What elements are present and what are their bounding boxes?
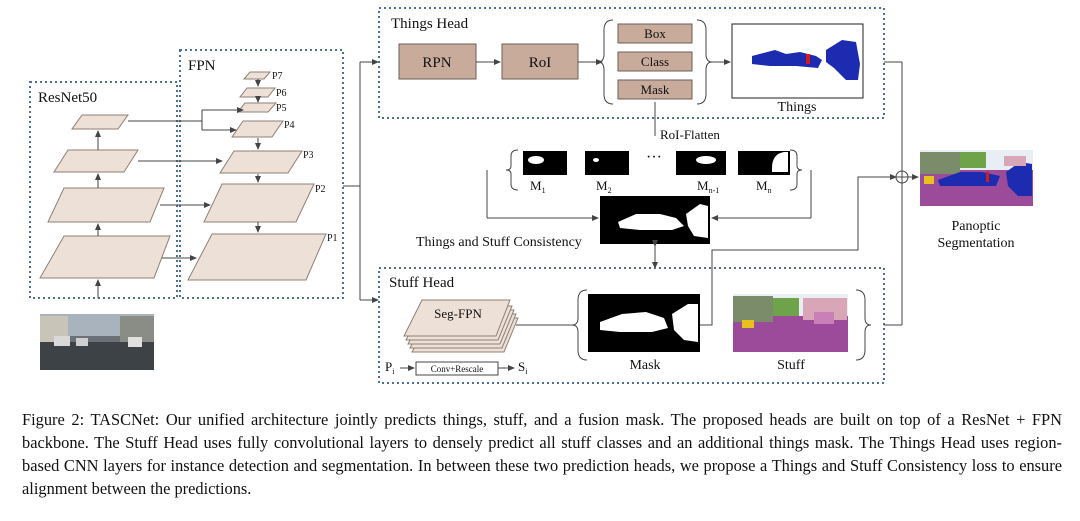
rpn-block <box>398 43 477 80</box>
mask-row-brace-left <box>505 149 519 191</box>
roi-flatten-label: RoI-Flatten <box>660 127 720 142</box>
fpn-level-p7: P7 <box>272 71 283 82</box>
panoptic-output-image <box>920 150 1033 206</box>
class-block <box>617 51 693 72</box>
resnet-title: ResNet50 <box>38 90 97 106</box>
fpn-level-p4: P4 <box>284 120 295 131</box>
resnet-plane-4 <box>39 235 171 279</box>
mask-label-1: M1 <box>530 178 546 195</box>
fpn-plane-p2 <box>203 183 315 223</box>
fusion-mask-image <box>600 196 710 244</box>
things-head-title: Things Head <box>391 16 469 32</box>
stuff-output-image <box>733 294 848 352</box>
architecture-diagram: ResNet50 FPN P7 P6 P5 P4 P3 P2 P1 <box>29 7 1033 384</box>
fpn-plane-p4 <box>231 120 284 138</box>
resnet-group <box>29 81 178 299</box>
stuff-head-title: Stuff Head <box>389 275 455 291</box>
stuff-brace-left <box>571 289 588 361</box>
box-label: Box <box>644 26 666 41</box>
fpn-plane-p7 <box>242 71 272 80</box>
rpn-label: RPN <box>422 55 451 71</box>
mask-label-n: Mn <box>756 178 772 195</box>
stuff-brace-right <box>855 289 872 361</box>
panoptic-label-line2: Segmentation <box>938 236 1015 251</box>
fpn-plane-p3 <box>219 150 303 174</box>
seg-fpn-label: Seg-FPN <box>434 306 482 321</box>
mask-label: Mask <box>641 82 670 97</box>
things-output-image <box>731 23 864 99</box>
mask-tile-1 <box>523 151 567 175</box>
resnet-plane-1 <box>71 114 129 130</box>
mask-tile-n <box>738 151 790 175</box>
box-block <box>617 23 693 44</box>
figure-caption: Figure 2: TASCNet: Our unified architect… <box>22 410 1062 498</box>
resnet-plane-3 <box>47 187 165 223</box>
fpn-level-p1: P1 <box>327 233 338 244</box>
pi-label: Pi <box>385 359 395 376</box>
fpn-level-p5: P5 <box>276 103 287 114</box>
things-head-group <box>378 7 885 119</box>
fpn-level-p6: P6 <box>276 88 287 99</box>
mask-label-2: M2 <box>596 178 612 195</box>
mask-tile-n-1 <box>676 151 726 175</box>
things-brace-left <box>597 19 614 105</box>
roi-label: RoI <box>529 55 552 71</box>
resnet-plane-2 <box>53 149 139 173</box>
class-label: Class <box>641 54 669 69</box>
mask-label-n-1: Mn-1 <box>697 178 719 195</box>
consistency-label: Things and Stuff Consistency <box>416 235 582 250</box>
stuff-mask-label: Mask <box>629 358 660 373</box>
things-brace-right <box>696 19 713 105</box>
conv-rescale-label: Conv+Rescale <box>431 364 484 374</box>
mask-block <box>617 79 693 100</box>
fpn-group <box>179 49 344 299</box>
fpn-level-p3: P3 <box>303 150 314 161</box>
fpn-plane-p6 <box>238 87 277 98</box>
things-output-label: Things <box>778 100 817 115</box>
seg-fpn-stack <box>403 299 519 353</box>
stuff-output-label: Stuff <box>777 358 805 373</box>
mask-tile-2 <box>585 151 629 175</box>
fpn-plane-p5 <box>236 102 278 113</box>
roi-block <box>501 43 579 80</box>
input-street-image <box>40 314 154 370</box>
fpn-plane-p1 <box>187 233 327 281</box>
si-label: Si <box>518 359 528 376</box>
fpn-level-p2: P2 <box>315 184 326 195</box>
stuff-mask-image <box>588 294 700 352</box>
mask-row-brace-right <box>789 149 803 191</box>
panoptic-label-line1: Panoptic <box>952 219 1001 234</box>
mask-ellipsis: ··· <box>646 149 662 166</box>
fpn-title: FPN <box>188 58 216 74</box>
